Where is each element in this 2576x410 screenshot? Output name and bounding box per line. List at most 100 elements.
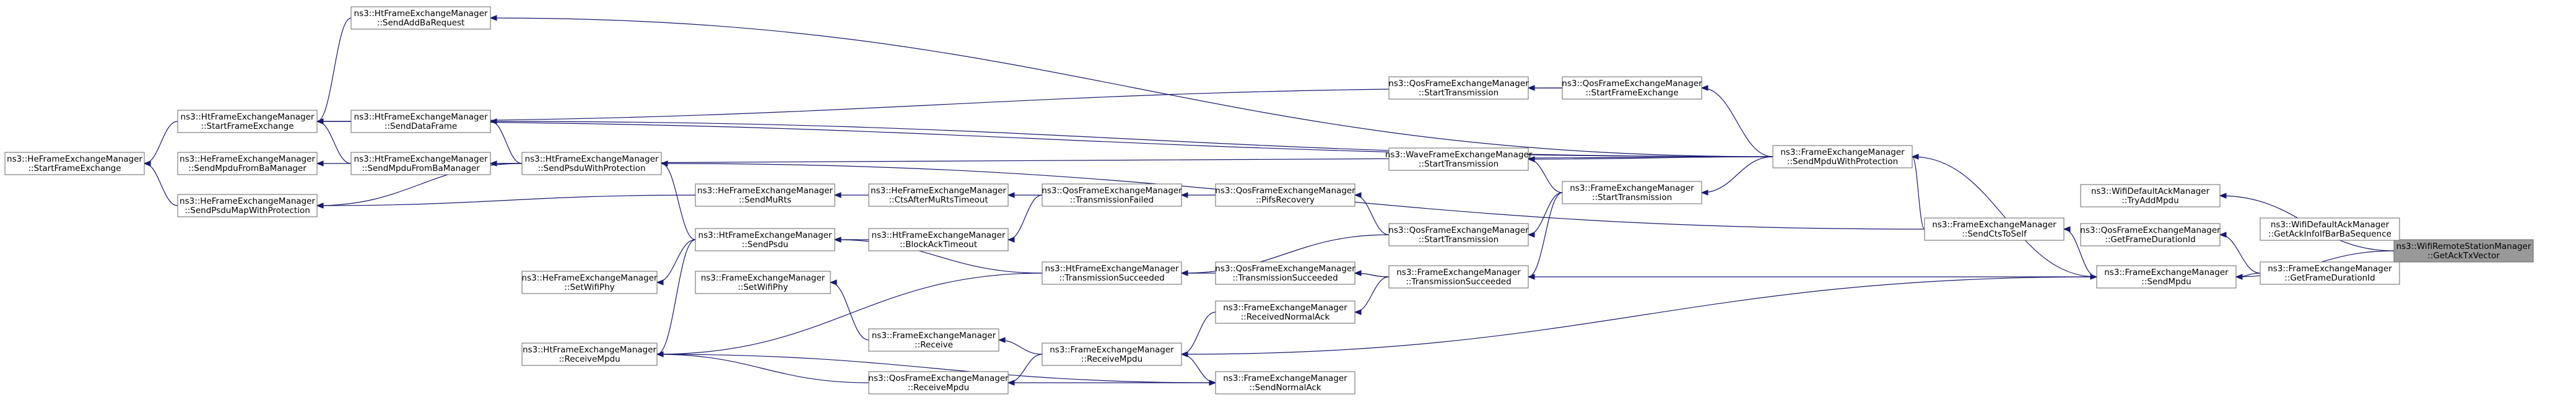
node-feSendMpdu[interactable]: ns3::FrameExchangeManager::SendMpdu bbox=[2096, 265, 2237, 289]
edge-htSendDataFrame-to-feSendMpduWithProtection bbox=[490, 121, 1773, 157]
node-method-label: ::GetFrameDurationId bbox=[2105, 235, 2195, 245]
node-box bbox=[521, 152, 662, 175]
node-feGetFrameDurationId[interactable]: ns3::FrameExchangeManager::GetFrameDurat… bbox=[2260, 261, 2400, 285]
node-feReceiveMpdu[interactable]: ns3::FrameExchangeManager::ReceiveMpdu bbox=[1042, 342, 1182, 366]
node-wdGetAckInfoIfBarBaSequence[interactable]: ns3::WifiDefaultAckManager::GetAckInfoIf… bbox=[2260, 217, 2400, 241]
arrowhead-icon bbox=[829, 279, 837, 286]
node-box bbox=[1562, 76, 1702, 100]
node-box bbox=[1042, 261, 1182, 285]
node-feReceivedNormalAck[interactable]: ns3::FrameExchangeManager::ReceivedNorma… bbox=[1215, 300, 1355, 324]
node-qosStartTransmission2[interactable]: ns3::QosFrameExchangeManager::StartTrans… bbox=[1388, 76, 1529, 100]
node-heSendPsduMapWithProtection[interactable]: ns3::HeFrameExchangeManager::SendPsduMap… bbox=[177, 194, 318, 217]
node-box bbox=[1215, 261, 1355, 285]
edge-htReceiveMpdu-to-htSendPsdu bbox=[656, 239, 696, 355]
node-box bbox=[521, 271, 658, 294]
edge-htStartFrameExchange-to-qosStartFrameExchange bbox=[316, 87, 1563, 122]
node-class-label: ns3::HtFrameExchangeManager bbox=[523, 345, 656, 355]
node-box bbox=[1388, 265, 1529, 289]
node-method-label: ::SendPsduMapWithProtection bbox=[185, 206, 310, 216]
node-method-label: ::StartTransmission bbox=[1592, 193, 1672, 203]
node-htSendDataFrame[interactable]: ns3::HtFrameExchangeManager::SendDataFra… bbox=[350, 110, 491, 133]
node-htSendAddBaRequest[interactable]: ns3::HtFrameExchangeManager::SendAddBaRe… bbox=[350, 6, 491, 30]
node-heSetWifiPhy[interactable]: ns3::HeFrameExchangeManager::SetWifiPhy bbox=[521, 271, 658, 294]
edge-htReceiveMpdu-to-htTransmissionSucceeded bbox=[656, 273, 1043, 355]
node-htSendPsduWithProtection[interactable]: ns3::HtFrameExchangeManager::SendPsduWit… bbox=[521, 152, 662, 175]
node-class-label: ns3::HeFrameExchangeManager bbox=[180, 196, 315, 206]
node-box bbox=[695, 183, 835, 207]
node-class-label: ns3::FrameExchangeManager bbox=[1396, 268, 1521, 277]
edge-feReceiveMpdu-to-feReceivedNormalAck bbox=[1181, 312, 1216, 355]
arrowhead-icon bbox=[2235, 274, 2243, 280]
node-feTransmissionSucceeded[interactable]: ns3::FrameExchangeManager::TransmissionS… bbox=[1388, 265, 1529, 289]
edge-feSetWifiPhy-to-feReceive bbox=[830, 282, 869, 341]
node-htSendPsdu[interactable]: ns3::HtFrameExchangeManager::SendPsdu bbox=[695, 228, 835, 251]
node-waveStartTransmission[interactable]: ns3::WaveFrameExchangeManager::StartTran… bbox=[1385, 147, 1533, 171]
node-method-label: ::SendAddBaRequest bbox=[377, 18, 465, 28]
node-qosTransmissionFailed[interactable]: ns3::QosFrameExchangeManager::Transmissi… bbox=[1042, 183, 1182, 207]
arrowhead-icon bbox=[143, 160, 151, 167]
node-htBlockAckTimeout[interactable]: ns3::HtFrameExchangeManager::BlockAckTim… bbox=[868, 228, 1009, 251]
node-feSendCtsToSelf[interactable]: ns3::FrameExchangeManager::SendCtsToSelf bbox=[1924, 217, 2065, 241]
node-feSendMpduWithProtection[interactable]: ns3::FrameExchangeManager::SendMpduWithP… bbox=[1772, 145, 1913, 168]
node-box bbox=[350, 152, 491, 175]
node-class-label: ns3::FrameExchangeManager bbox=[701, 273, 825, 283]
arrowhead-icon bbox=[316, 160, 324, 167]
node-box bbox=[1215, 300, 1355, 324]
node-class-label: ns3::FrameExchangeManager bbox=[1223, 373, 1347, 383]
node-class-label: ns3::QosFrameExchangeManager bbox=[1215, 186, 1355, 196]
edge-htStartFrameExchange-to-htSendMpduFromBaManager bbox=[316, 121, 352, 164]
node-wdTryAddMpdu[interactable]: ns3::WifiDefaultAckManager::TryAddMpdu bbox=[2080, 184, 2221, 207]
node-method-label: ::SetWifiPhy bbox=[564, 282, 614, 292]
node-heSendMuRts[interactable]: ns3::HeFrameExchangeManager::SendMuRts bbox=[695, 183, 835, 207]
node-class-label: ns3::HtFrameExchangeManager bbox=[1045, 264, 1179, 274]
node-box bbox=[350, 110, 491, 133]
node-heSendMpduFromBaManager[interactable]: ns3::HeFrameExchangeManager::SendMpduFro… bbox=[177, 152, 318, 175]
node-feStartTransmission[interactable]: ns3::FrameExchangeManager::StartTransmis… bbox=[1562, 181, 1702, 204]
arrowhead-icon bbox=[1209, 380, 1217, 386]
node-method-label: ::SendPsdu bbox=[742, 240, 788, 250]
node-method-label: ::SendMpduFromBaManager bbox=[362, 164, 480, 173]
node-htTransmissionSucceeded[interactable]: ns3::HtFrameExchangeManager::Transmissio… bbox=[1042, 261, 1182, 285]
node-method-label: ::TransmissionSucceeded bbox=[1232, 273, 1338, 283]
node-method-label: ::GetFrameDurationId bbox=[2284, 273, 2375, 283]
node-class-label: ns3::HtFrameExchangeManager bbox=[354, 9, 488, 19]
node-box bbox=[1388, 223, 1529, 246]
node-box bbox=[1562, 181, 1702, 204]
node-class-label: ns3::HtFrameExchangeManager bbox=[354, 112, 488, 122]
arrowhead-icon bbox=[1007, 237, 1015, 243]
node-box bbox=[1042, 342, 1182, 366]
node-htReceiveMpdu[interactable]: ns3::HtFrameExchangeManager::ReceiveMpdu bbox=[521, 342, 658, 366]
edge-feTransmissionSucceeded-to-feStartTransmission bbox=[1528, 192, 1563, 277]
node-heStartFrameExchange[interactable]: ns3::HeFrameExchangeManager::StartFrameE… bbox=[4, 152, 145, 175]
node-class-label: ns3::HeFrameExchangeManager bbox=[180, 154, 315, 164]
node-htStartFrameExchange[interactable]: ns3::HtFrameExchangeManager::StartFrameE… bbox=[177, 110, 318, 133]
node-box bbox=[2260, 261, 2400, 285]
node-htSendMpduFromBaManager[interactable]: ns3::HtFrameExchangeManager::SendMpduFro… bbox=[350, 152, 491, 175]
node-method-label: ::StartFrameExchange bbox=[28, 164, 121, 173]
node-feReceive[interactable]: ns3::FrameExchangeManager::Receive bbox=[868, 328, 999, 352]
node-qosTransmissionSucceeded[interactable]: ns3::QosFrameExchangeManager::Transmissi… bbox=[1215, 261, 1355, 285]
node-qosGetFrameDurationId[interactable]: ns3::QosFrameExchangeManager::GetFrameDu… bbox=[2080, 223, 2221, 246]
node-feSetWifiPhy[interactable]: ns3::FrameExchangeManager::SetWifiPhy bbox=[695, 271, 831, 294]
node-method-label: ::SendMpduWithProtection bbox=[1787, 157, 1898, 167]
node-feSendNormalAck[interactable]: ns3::FrameExchangeManager::SendNormalAck bbox=[1215, 371, 1355, 395]
node-method-label: ::ReceivedNormalAck bbox=[1241, 312, 1330, 322]
nodes-layer: ns3::WifiRemoteStationManager::GetAckTxV… bbox=[4, 6, 2534, 395]
node-method-label: ::Receive bbox=[915, 340, 953, 350]
node-class-label: ns3::HeFrameExchangeManager bbox=[522, 273, 658, 283]
node-class-label: ns3::WifiRemoteStationManager bbox=[2396, 242, 2531, 251]
node-qosStartFrameExchange[interactable]: ns3::QosFrameExchangeManager::StartFrame… bbox=[1562, 76, 1702, 100]
arrowhead-icon bbox=[1354, 309, 1362, 315]
arrowhead-icon bbox=[1180, 192, 1188, 198]
node-box bbox=[2393, 239, 2534, 263]
node-qosReceiveMpdu[interactable]: ns3::QosFrameExchangeManager::ReceiveMpd… bbox=[868, 371, 1009, 395]
node-qosStartTransmission[interactable]: ns3::QosFrameExchangeManager::StartTrans… bbox=[1388, 223, 1529, 246]
arrowhead-icon bbox=[660, 160, 668, 167]
node-method-label: ::ReceiveMpdu bbox=[1081, 354, 1142, 364]
arrowhead-icon bbox=[656, 279, 664, 286]
node-qosPifsRecovery[interactable]: ns3::QosFrameExchangeManager::PifsRecove… bbox=[1215, 183, 1355, 207]
arrowhead-icon bbox=[1180, 270, 1188, 276]
node-class-label: ns3::FrameExchangeManager bbox=[1223, 303, 1347, 313]
node-heCtsAfterMuRtsTimeout[interactable]: ns3::HeFrameExchangeManager::CtsAfterMuR… bbox=[868, 183, 1009, 207]
arrowhead-icon bbox=[998, 337, 1006, 343]
